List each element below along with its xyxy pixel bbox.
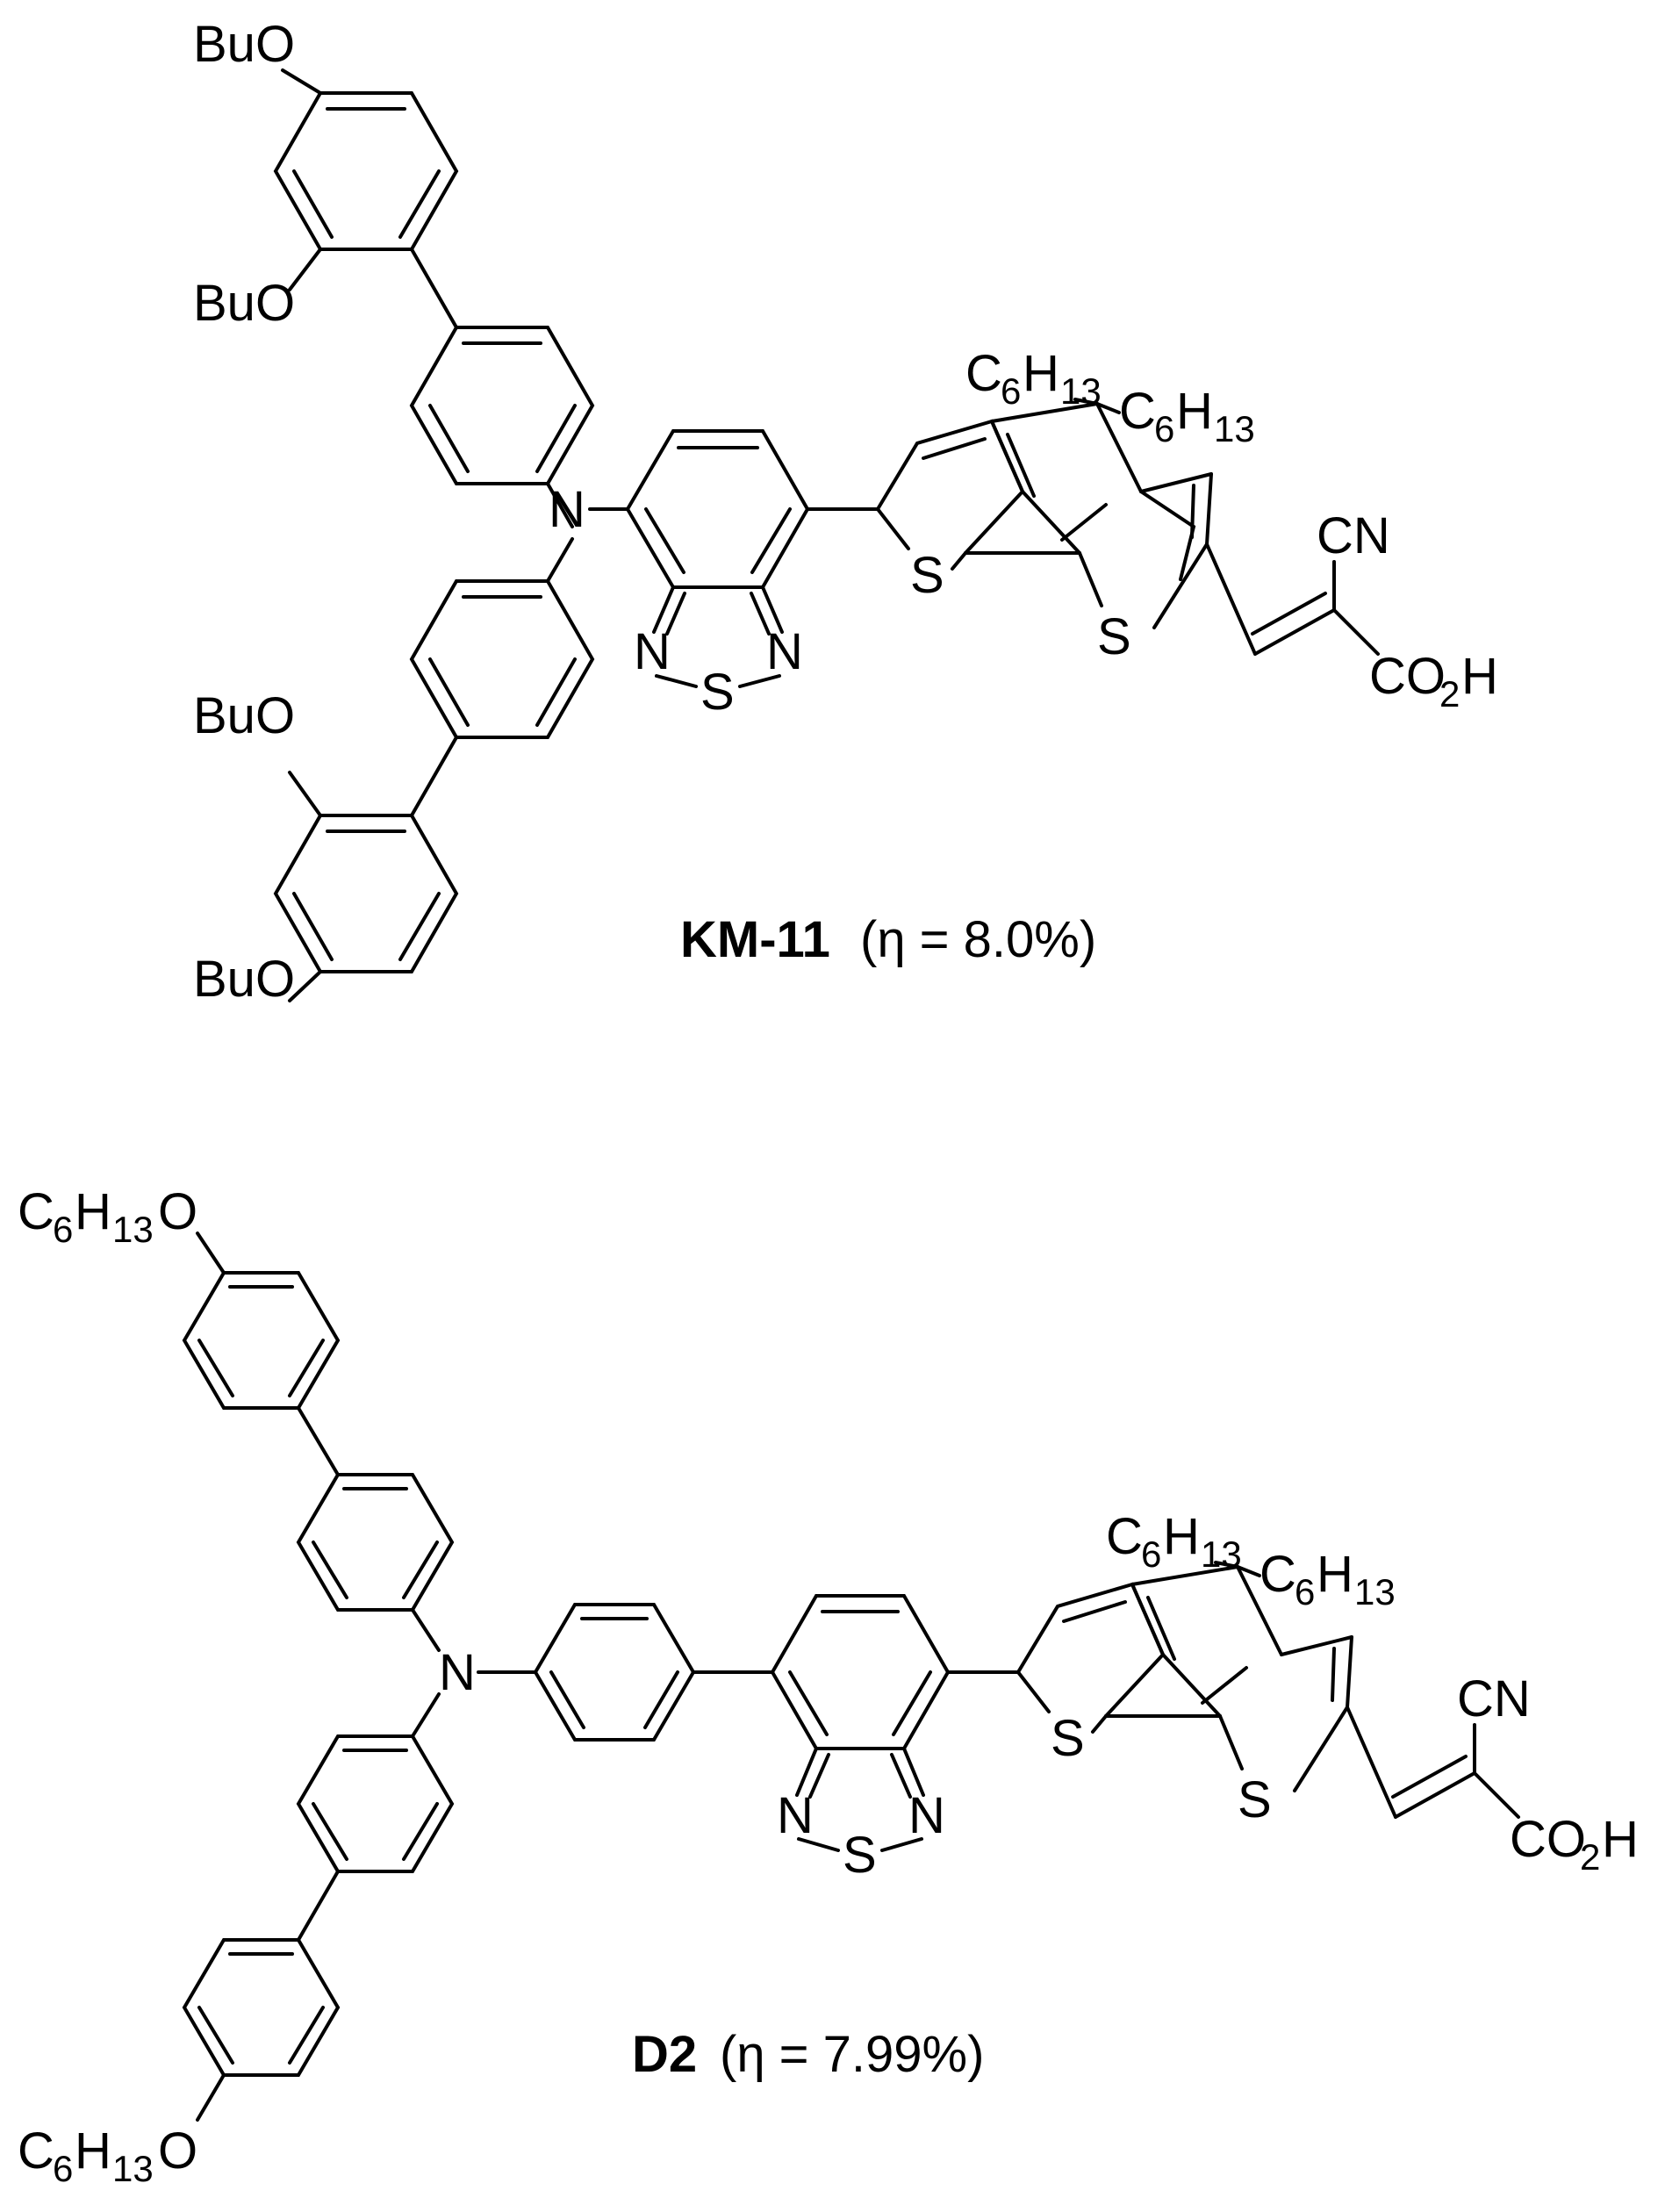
km11-buo-label-4: BuO <box>193 951 295 1008</box>
km11-hex1-c: C <box>965 345 1002 402</box>
d2-amine-n-label: N <box>439 1644 476 1701</box>
km11-cn-label: CN <box>1317 507 1390 564</box>
compound-km-11: BuO BuO BuO BuO N N N S S S C 6 H 13 C 6… <box>193 16 1498 1008</box>
d2-hexo-top-o: O <box>158 1183 197 1240</box>
d2-hexyloxy-top: C 6 H 13 O <box>18 1183 197 1250</box>
d2-hexo-bot-sub6: 6 <box>53 2148 73 2189</box>
d2-hexo-top-sub13: 13 <box>112 1209 154 1250</box>
d2-hexyl-1: C 6 H 13 <box>1106 1508 1242 1575</box>
km11-co2h-h: H <box>1461 648 1498 705</box>
km11-hex2-h: H <box>1176 383 1213 440</box>
d2-thiophene-s2-label: S <box>1238 1771 1272 1828</box>
compound-d2: C 6 H 13 O C 6 H 13 O N N N S S S C 6 H <box>18 1183 1639 2189</box>
km11-thiophene-s2-label: S <box>1097 608 1131 665</box>
km11-btd-n-right-label: N <box>766 623 803 680</box>
km11-buo-label-1: BuO <box>193 16 295 73</box>
d2-hexo-bot-o: O <box>158 2122 197 2180</box>
km11-hex2-sub6: 6 <box>1154 408 1174 449</box>
d2-efficiency: (η = 7.99%) <box>720 2026 984 2083</box>
km11-btd-s-label: S <box>700 664 735 721</box>
d2-hexo-bot-sub13: 13 <box>112 2148 154 2189</box>
km11-efficiency: (η = 8.0%) <box>860 911 1096 968</box>
d2-btd-n-left-label: N <box>777 1787 814 1844</box>
d2-atom-labels: C 6 H 13 O C 6 H 13 O N N N S S S C 6 H <box>18 1183 1639 2189</box>
d2-thiophene-s1-label: S <box>1051 1710 1085 1767</box>
km11-co2h-label: CO 2 H <box>1369 648 1498 715</box>
d2-hex1-sub13: 13 <box>1201 1533 1242 1575</box>
d2-hex2-c: C <box>1260 1546 1296 1603</box>
km11-hex2-sub13: 13 <box>1214 408 1255 449</box>
km11-buo-label-2: BuO <box>193 275 295 332</box>
d2-co2h-label: CO 2 H <box>1510 1811 1639 1878</box>
d2-hexyloxy-bottom: C 6 H 13 O <box>18 2122 197 2189</box>
d2-hexo-top-c: C <box>18 1183 54 1240</box>
d2-hex2-sub6: 6 <box>1295 1571 1315 1612</box>
d2-co2h-sub2: 2 <box>1580 1836 1600 1878</box>
d2-bonds <box>182 1232 1520 2122</box>
km11-thiophene-s1-label: S <box>910 547 944 604</box>
km11-hex1-h: H <box>1023 345 1059 402</box>
d2-hex2-h: H <box>1317 1546 1353 1603</box>
km11-hex2-c: C <box>1119 383 1156 440</box>
km11-caption: KM-11 (η = 8.0%) <box>680 911 1096 968</box>
d2-hexo-top-h: H <box>75 1183 111 1240</box>
km11-bonds <box>273 68 1380 1002</box>
d2-hexo-top-sub6: 6 <box>53 1209 73 1250</box>
d2-co2h-co: CO <box>1510 1811 1586 1868</box>
d2-caption: D2 (η = 7.99%) <box>632 2026 984 2083</box>
d2-hex2-sub13: 13 <box>1354 1571 1396 1612</box>
d2-hex1-c: C <box>1106 1508 1143 1565</box>
km11-hexyl-2: C 6 H 13 <box>1119 383 1255 449</box>
d2-hex1-h: H <box>1163 1508 1200 1565</box>
d2-btd-n-right-label: N <box>908 1787 945 1844</box>
km11-co2h-sub2: 2 <box>1439 673 1460 715</box>
km11-hexyl-1: C 6 H 13 <box>965 345 1102 412</box>
d2-cn-label: CN <box>1457 1670 1531 1727</box>
km11-buo-label-3: BuO <box>193 687 295 744</box>
km11-hex1-sub13: 13 <box>1060 370 1102 412</box>
km11-hex1-sub6: 6 <box>1001 370 1021 412</box>
km11-atom-labels: BuO BuO BuO BuO N N N S S S C 6 H 13 C 6… <box>193 16 1498 1008</box>
km11-btd-n-left-label: N <box>634 623 671 680</box>
km11-amine-n-label: N <box>549 481 585 538</box>
d2-compound-name: D2 <box>632 2026 697 2083</box>
d2-co2h-h: H <box>1602 1811 1639 1868</box>
d2-hexyl-2: C 6 H 13 <box>1260 1546 1396 1612</box>
d2-btd-s-label: S <box>843 1827 877 1884</box>
d2-hexo-bot-c: C <box>18 2122 54 2180</box>
km11-compound-name: KM-11 <box>680 911 830 968</box>
d2-hex1-sub6: 6 <box>1141 1533 1161 1575</box>
d2-hexo-bot-h: H <box>75 2122 111 2180</box>
km11-co2h-co: CO <box>1369 648 1446 705</box>
